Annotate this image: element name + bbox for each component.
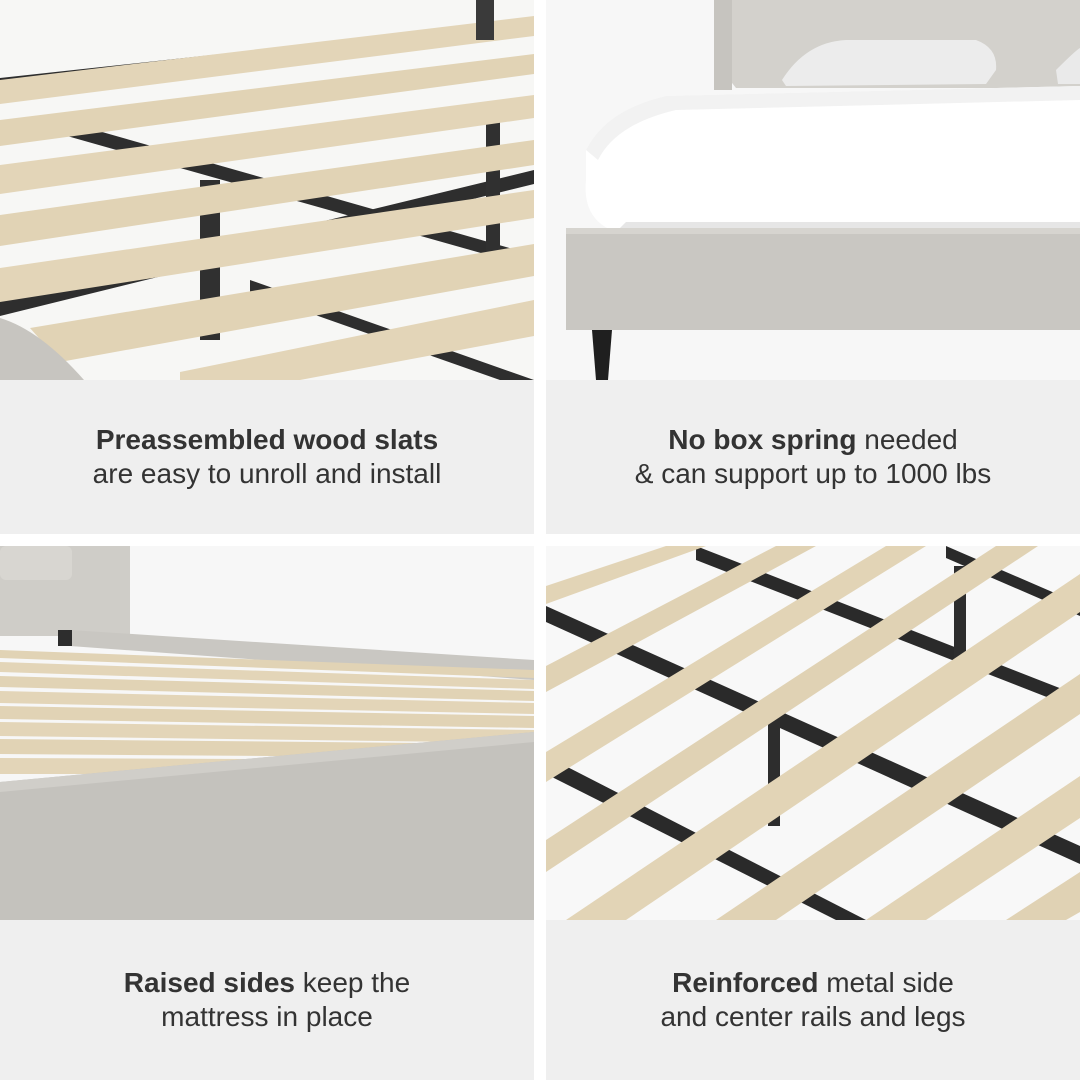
metal-rails-photo xyxy=(546,546,1080,920)
feature-tile-raised-sides: Raised sides keep the mattress in place xyxy=(0,546,534,1080)
caption-bold: Preassembled wood slats xyxy=(95,424,439,455)
caption-wood-slats: Preassembled wood slats are easy to unro… xyxy=(0,380,534,534)
caption-raised-sides: Raised sides keep the mattress in place xyxy=(0,920,534,1080)
caption-bold: No box spring xyxy=(668,424,857,455)
caption-line-1: Preassembled wood slats xyxy=(96,423,438,457)
caption-line-2: are easy to unroll and install xyxy=(92,458,442,489)
caption-line-2: mattress in place xyxy=(161,1001,373,1032)
wood-slats-photo xyxy=(0,0,534,380)
caption-reinforced-rails: Reinforced metal side and center rails a… xyxy=(546,920,1080,1080)
feature-tile-reinforced-rails: Reinforced metal side and center rails a… xyxy=(546,546,1080,1080)
caption-no-box-spring: No box spring needed & can support up to… xyxy=(546,380,1080,534)
caption-rest: keep the xyxy=(295,967,411,998)
bed-photo xyxy=(546,0,1080,380)
caption-line-1: Raised sides keep the xyxy=(124,966,410,1000)
caption-line-2: & can support up to 1000 lbs xyxy=(634,458,992,489)
caption-bold: Raised sides xyxy=(123,967,295,998)
caption-rest: metal side xyxy=(818,967,954,998)
raised-sides-photo xyxy=(0,546,534,920)
caption-line-1: Reinforced metal side xyxy=(672,966,954,1000)
feature-tile-no-box-spring: No box spring needed & can support up to… xyxy=(546,0,1080,534)
caption-rest: needed xyxy=(856,424,958,455)
feature-tile-wood-slats: Preassembled wood slats are easy to unro… xyxy=(0,0,534,534)
caption-line-1: No box spring needed xyxy=(668,423,957,457)
caption-line-2: and center rails and legs xyxy=(660,1001,966,1032)
caption-bold: Reinforced xyxy=(672,967,819,998)
